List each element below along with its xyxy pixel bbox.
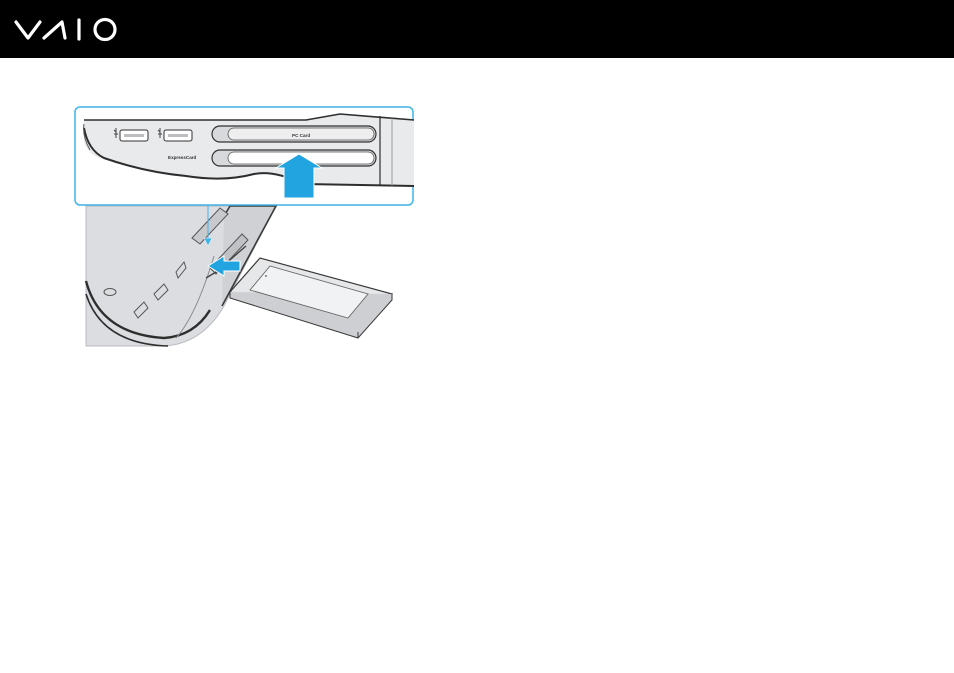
expresscard-label: ExpressCard [168,155,197,160]
pc-card-label: PC Card [292,133,310,138]
vaio-logo: VAIO [14,15,122,43]
laptop-side-illustration: PC Card ExpressCard [74,106,416,348]
card-icon [230,258,392,338]
expresscard-insertion-illustration: PC Card ExpressCard [74,106,416,348]
header-bar: VAIO [0,0,954,58]
vaio-logo-icon [14,15,122,43]
